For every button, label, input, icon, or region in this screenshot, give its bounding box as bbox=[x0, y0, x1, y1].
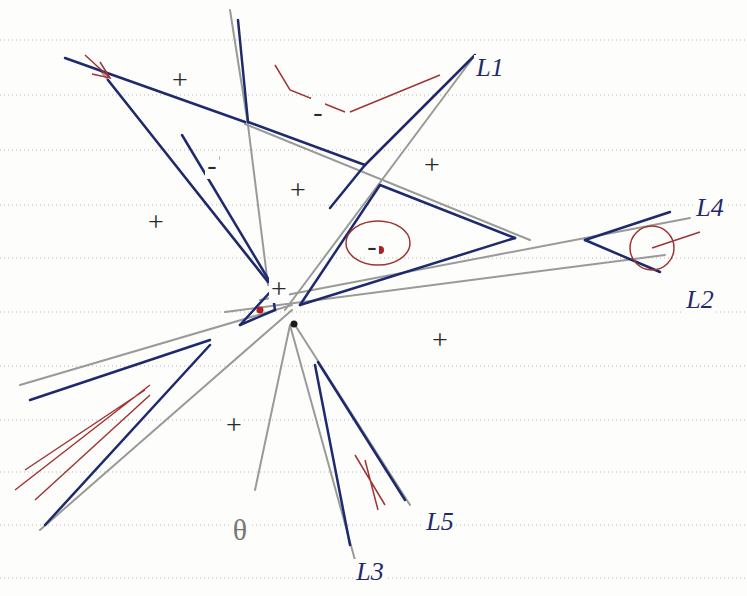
pencil-lines bbox=[20, 10, 690, 560]
region-sign: + bbox=[288, 176, 308, 204]
region-sign: + bbox=[224, 411, 244, 439]
region-sign: + bbox=[422, 151, 442, 179]
line-label: L1 bbox=[474, 55, 505, 81]
region-sign: - bbox=[311, 98, 324, 126]
ruled-lines bbox=[0, 40, 747, 578]
region-sign: + bbox=[269, 275, 289, 303]
region-sign: + bbox=[146, 208, 166, 236]
line-label: L5 bbox=[424, 509, 455, 535]
red-marks bbox=[15, 55, 700, 510]
line-label: L3 bbox=[354, 559, 385, 585]
line-label: L2 bbox=[684, 287, 715, 313]
region-sign: - bbox=[205, 151, 218, 179]
region-sign: - bbox=[365, 232, 378, 260]
theta-label: θ bbox=[231, 515, 249, 545]
red-dots bbox=[213, 155, 385, 328]
region-sign: + bbox=[430, 326, 450, 354]
region-sign: + bbox=[170, 66, 190, 94]
line-label: L4 bbox=[694, 195, 725, 221]
ink-lines bbox=[30, 20, 670, 545]
